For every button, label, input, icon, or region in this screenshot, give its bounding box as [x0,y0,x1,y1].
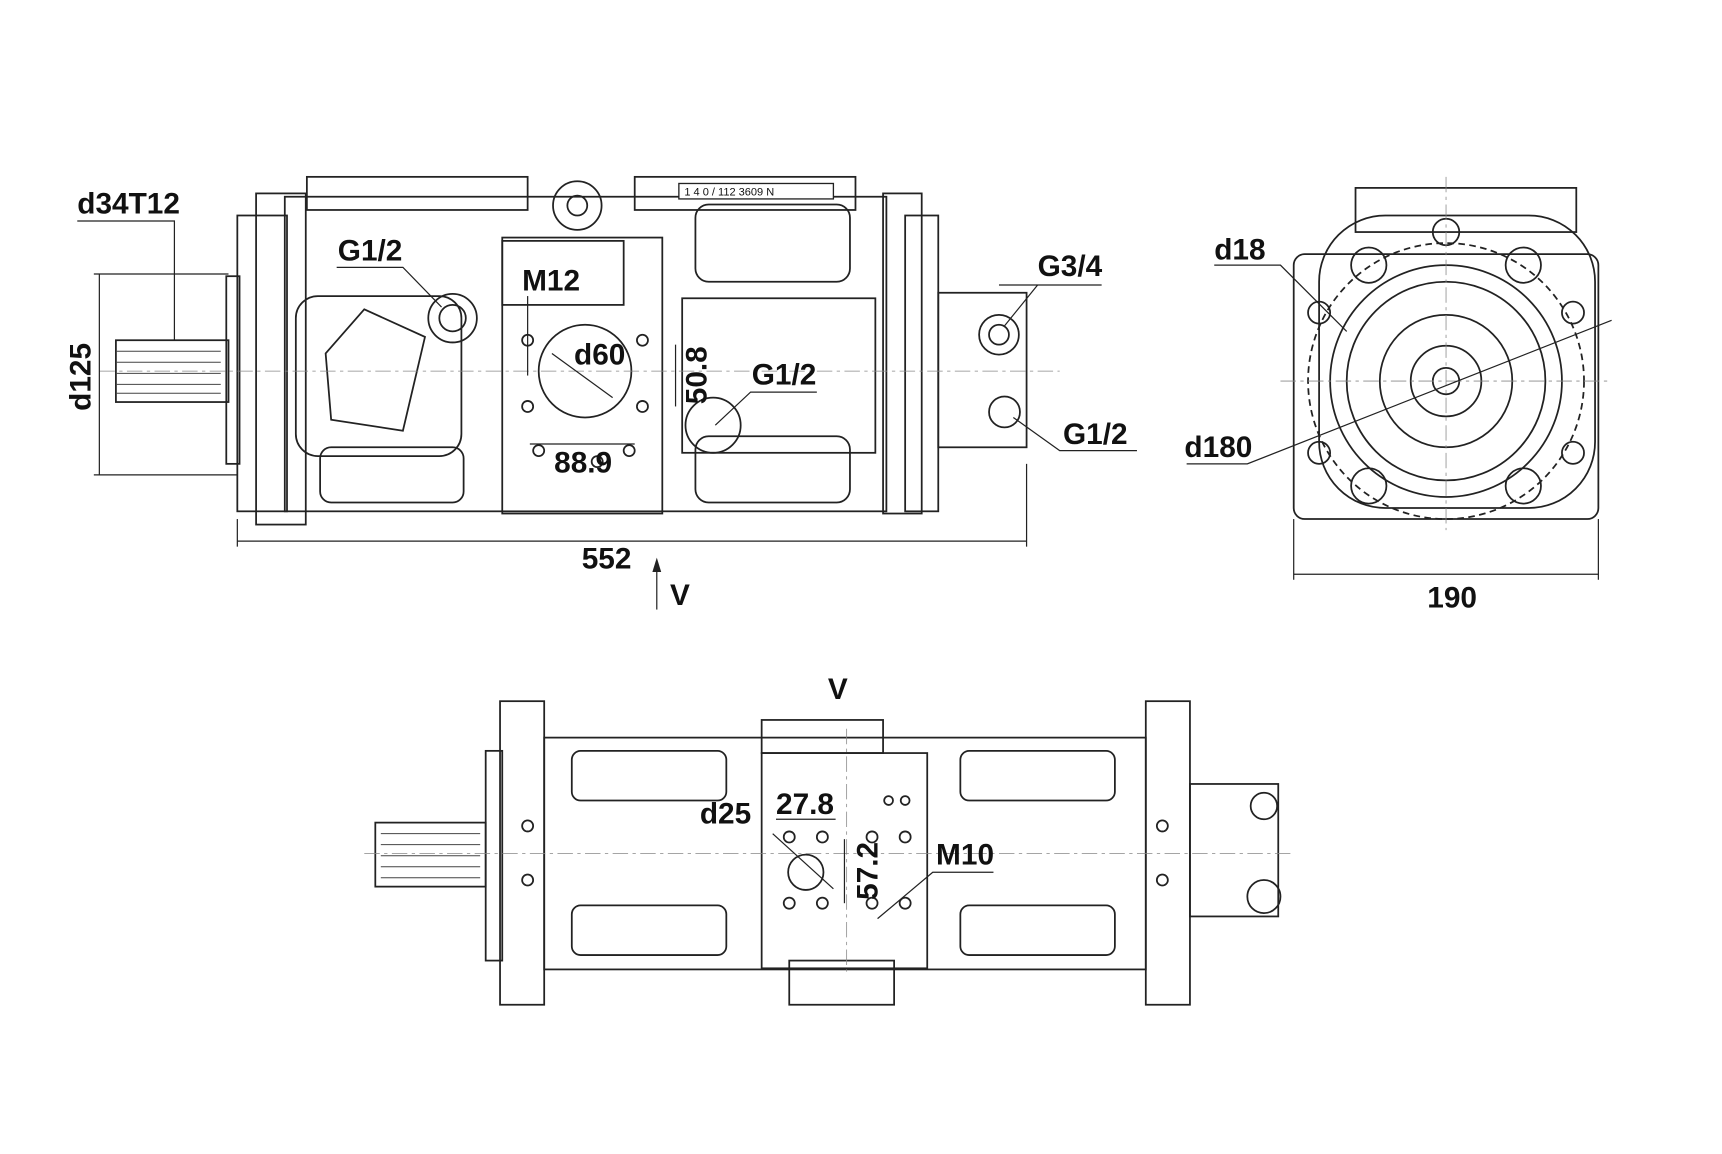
front-flange [236,214,288,513]
nameplate [678,182,835,200]
label-50-8: 50.8 [680,346,713,404]
label-d125: d125 [65,343,98,411]
label-g12-mid: G1/2 [752,358,817,391]
label-27-8: 27.8 [776,788,834,821]
label-m10: M10 [936,839,994,872]
pilot [225,275,241,465]
label-view-v-bottom: V [828,673,848,706]
nameplate-text: 1 4 0 / 112 3609 N [684,187,774,199]
label-552: 552 [582,543,632,576]
label-d34T12: d34T12 [77,187,180,220]
label-d180: d180 [1184,431,1252,464]
label-g12-top: G1/2 [338,235,403,268]
label-m12: M12 [522,265,580,298]
end-view: d18 d180 190 [1184,176,1612,614]
label-g34: G3/4 [1038,250,1103,283]
port-d25 [787,853,825,891]
label-88-9: 88.9 [554,447,612,480]
port-cover [324,308,427,432]
label-g12-right: G1/2 [1063,418,1128,451]
label-view-v: V [670,579,690,612]
pump-body [283,195,888,513]
label-d60: d60 [574,339,625,372]
label-d25: d25 [700,798,751,831]
label-d18: d18 [1214,234,1265,267]
label-57-2: 57.2 [852,842,885,900]
label-190: 190 [1427,581,1477,614]
center-block [501,236,664,515]
front-view: 1 4 0 / 112 3609 N d34T12 d125 G1/2 M12 … [65,175,1137,612]
bottom-view: V d25 27.8 57.2 M10 [364,673,1292,1006]
splined-shaft [115,339,230,403]
splined-shaft-bottom [374,821,487,888]
